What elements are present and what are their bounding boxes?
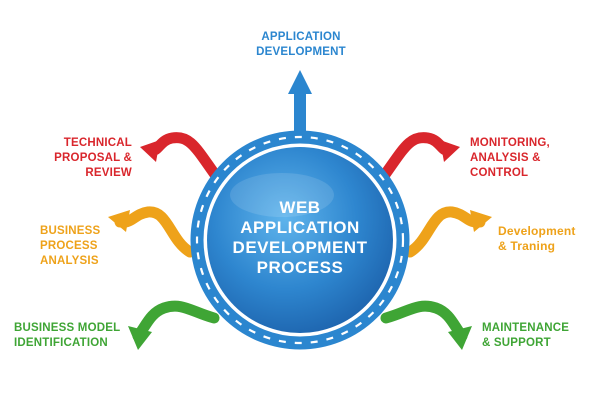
label-business-process: BUSINESS PROCESS ANALYSIS — [40, 225, 101, 267]
arrow-maintenance — [380, 300, 472, 350]
ring-chevrons — [195, 135, 405, 345]
label-technical-proposal: TECHNICAL PROPOSAL & REVIEW — [54, 137, 132, 179]
arrow-development-training — [404, 206, 492, 258]
center-line-2: APPLICATION — [240, 218, 360, 237]
label-business-model: BUSINESS MODEL IDENTIFICATION — [14, 322, 121, 349]
center-line-3: DEVELOPMENT — [232, 238, 368, 257]
arrow-technical-proposal — [140, 132, 222, 182]
arrow-monitoring — [378, 132, 460, 182]
center-line-4: PROCESS — [256, 258, 344, 277]
center-sphere — [207, 147, 393, 333]
label-development-training: Development & Traning — [498, 224, 576, 253]
label-application-development: APPLICATION DEVELOPMENT — [256, 31, 346, 58]
arrow-business-model — [128, 300, 220, 350]
label-monitoring: MONITORING, ANALYSIS & CONTROL — [470, 137, 550, 179]
sphere-highlight — [230, 173, 334, 217]
center-line-1: WEB — [279, 198, 321, 217]
arrow-up-application-development — [288, 70, 312, 140]
arrow-business-process — [108, 206, 196, 258]
label-maintenance: MAINTENANCE & SUPPORT — [482, 322, 570, 349]
center-title: WEB APPLICATION DEVELOPMENT PROCESS — [205, 198, 395, 278]
